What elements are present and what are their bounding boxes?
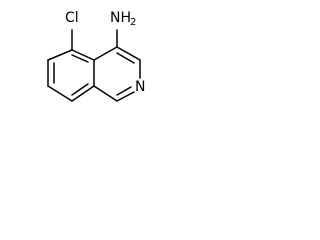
amine-subscript: 2 bbox=[130, 17, 136, 28]
bond-c4-c3-inner bbox=[116, 52, 135, 64]
amine-label: NH bbox=[110, 10, 131, 26]
bond-c4a-c5-inner bbox=[71, 54, 89, 63]
bond-n2-c1 bbox=[116, 91, 135, 102]
bond-c7-c8 bbox=[47, 85, 73, 102]
bonds bbox=[47, 29, 141, 102]
bond-c8-c8a-inner bbox=[71, 83, 89, 96]
bond-c4a-c5 bbox=[71, 49, 95, 61]
bond-n2-c1-inner bbox=[116, 86, 132, 96]
bond-c1-c8a bbox=[93, 85, 118, 102]
chlorine-label: Cl bbox=[65, 10, 79, 26]
bond-c4a-c4 bbox=[93, 46, 118, 61]
bond-c5-c6 bbox=[47, 49, 73, 61]
ring-nitrogen-label: N bbox=[135, 79, 145, 95]
atom-labels: Cl NH 2 N bbox=[65, 10, 145, 95]
isoquinoline-structure: Cl NH 2 N bbox=[47, 10, 145, 102]
bond-c4-c3 bbox=[116, 46, 141, 61]
bond-c8-c8a bbox=[71, 85, 95, 102]
